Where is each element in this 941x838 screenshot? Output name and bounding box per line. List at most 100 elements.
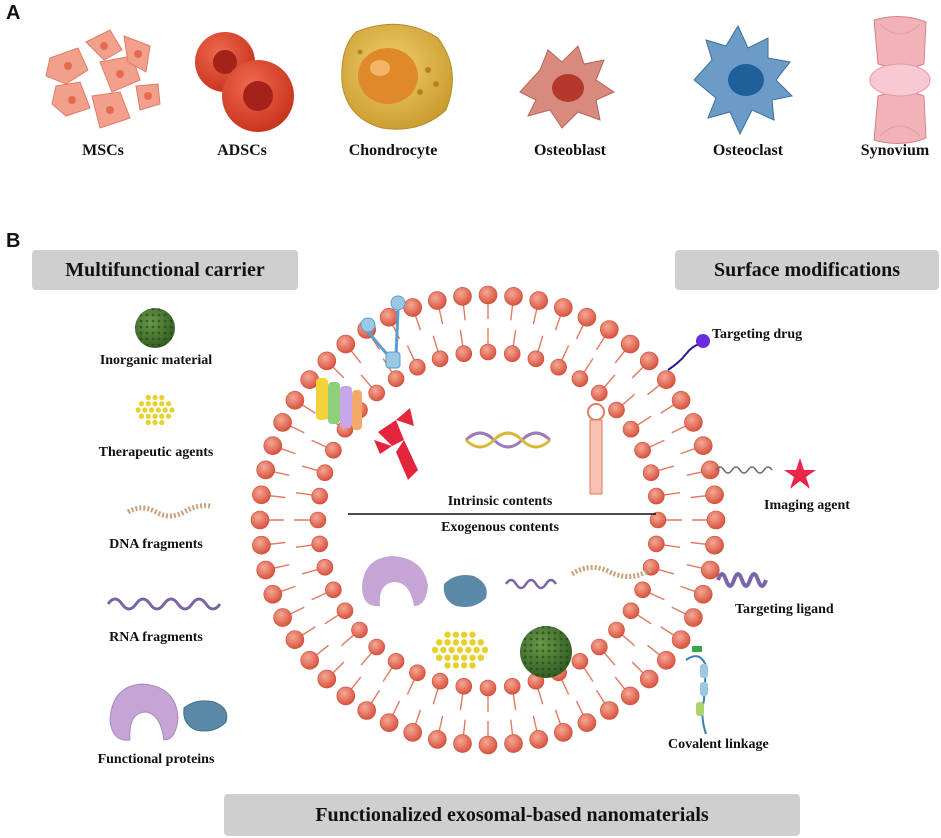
lipid-head [656, 370, 676, 390]
lipid-head [571, 370, 589, 388]
panel-b-letter: B [6, 230, 21, 252]
lipid-head [336, 602, 354, 620]
lipid-head [684, 413, 703, 432]
rna-wave-icon [106, 597, 222, 611]
lipid-head [368, 384, 386, 402]
lipid-head [608, 401, 625, 419]
lipid-head [642, 464, 660, 482]
therapeutic-dot [460, 662, 468, 669]
therapeutic-dot [138, 401, 145, 407]
lipid-head [453, 734, 472, 753]
lipid-head [285, 630, 305, 650]
therapeutic-dot [155, 407, 161, 413]
exosome-lipid-bilayer [250, 285, 726, 755]
therapeutic-dot [436, 639, 443, 646]
lipid-head [409, 358, 426, 376]
lipid-head [504, 734, 523, 753]
lipid-head [427, 730, 447, 749]
lipid-head [671, 630, 691, 650]
lipid-head [263, 584, 283, 604]
lipid-head [671, 390, 691, 410]
dna-strand-icon [126, 503, 211, 519]
label-targeting-ligand: Targeting ligand [735, 602, 834, 617]
therapeutic-dot [452, 654, 460, 661]
protein-icon [109, 683, 228, 741]
therapeutic-dot [469, 654, 476, 661]
chondrocyte-icon [341, 23, 453, 130]
therapeutic-dot [169, 407, 175, 413]
osteoblast-icon [519, 45, 616, 129]
therapeutic-dot [477, 639, 484, 646]
therapeutic-dot [152, 401, 158, 407]
lipid-head [336, 334, 356, 354]
lipid-head [684, 608, 703, 627]
lipid-head [250, 510, 270, 530]
lipid-head [590, 638, 608, 656]
star-icon [715, 458, 816, 489]
lipid-head [309, 511, 327, 529]
lipid-head [379, 307, 399, 327]
lipid-head [311, 535, 329, 553]
therapeutic-dot [452, 639, 460, 646]
lipid-head [316, 558, 334, 576]
therapeutic-dot [444, 631, 451, 638]
label-dna-fragments: DNA fragments [109, 537, 203, 552]
lipid-head [705, 485, 724, 505]
synovium-joint-icon [869, 16, 931, 144]
label-rna-fragments: RNA fragments [109, 630, 203, 645]
lipid-head [599, 701, 619, 720]
therapeutic-dot [460, 631, 468, 638]
dna-helix-icon [464, 431, 552, 449]
lipid-head [656, 650, 676, 670]
lipid-head [571, 652, 589, 670]
label-intrinsic-contents: Intrinsic contents [447, 494, 553, 509]
lipid-head [455, 345, 473, 363]
lipid-head [700, 560, 720, 580]
exogenous-dna-icon [570, 565, 652, 579]
therapeutic-dot [149, 407, 155, 413]
therapeutic-dot [452, 631, 460, 638]
lipid-head [252, 535, 271, 555]
lipid-head [409, 664, 426, 682]
therapeutic-dot [460, 639, 468, 646]
lipid-head [590, 384, 608, 402]
lipid-head [431, 350, 449, 368]
membrane-channel-icon [316, 378, 362, 430]
lipid-head [351, 621, 368, 639]
lipid-head [639, 351, 659, 371]
lipid-head [478, 735, 498, 755]
lipid-head [317, 351, 337, 371]
lipid-head [649, 511, 667, 529]
lipid-head [608, 621, 625, 639]
therapeutic-dot [469, 631, 476, 638]
lipid-head [325, 441, 342, 459]
lipid-head [256, 460, 276, 480]
lipid-head [577, 307, 597, 327]
lipid-head [553, 723, 573, 742]
lipid-head [368, 638, 386, 656]
lipid-head [503, 677, 521, 695]
lipid-head [639, 669, 659, 689]
exogenous-protein-icon [362, 556, 487, 607]
therapeutic-dot [469, 639, 476, 646]
lipid-head [642, 558, 660, 576]
therapeutic-dot [162, 407, 168, 413]
lipid-head [693, 436, 713, 456]
functionalized-nanomaterials-box: Functionalized exosomal-based nanomateri… [224, 794, 800, 836]
label-targeting-drug: Targeting drug [712, 327, 803, 342]
multifunctional-carrier-box: Multifunctional carrier [32, 250, 298, 290]
lipid-head [479, 343, 497, 361]
therapeutic-dot [138, 413, 145, 419]
therapeutic-dots-icon [135, 394, 175, 426]
lipid-head [256, 560, 276, 580]
therapeutic-dot [444, 639, 451, 646]
lipid-head [300, 650, 320, 670]
lipid-head [387, 652, 405, 670]
lipid-head [647, 487, 665, 505]
lipid-head [550, 358, 567, 376]
lipid-head [700, 460, 720, 480]
label-covalent-linkage: Covalent linkage [668, 737, 769, 752]
therapeutic-dot [431, 646, 439, 654]
therapeutic-dot [159, 419, 165, 426]
